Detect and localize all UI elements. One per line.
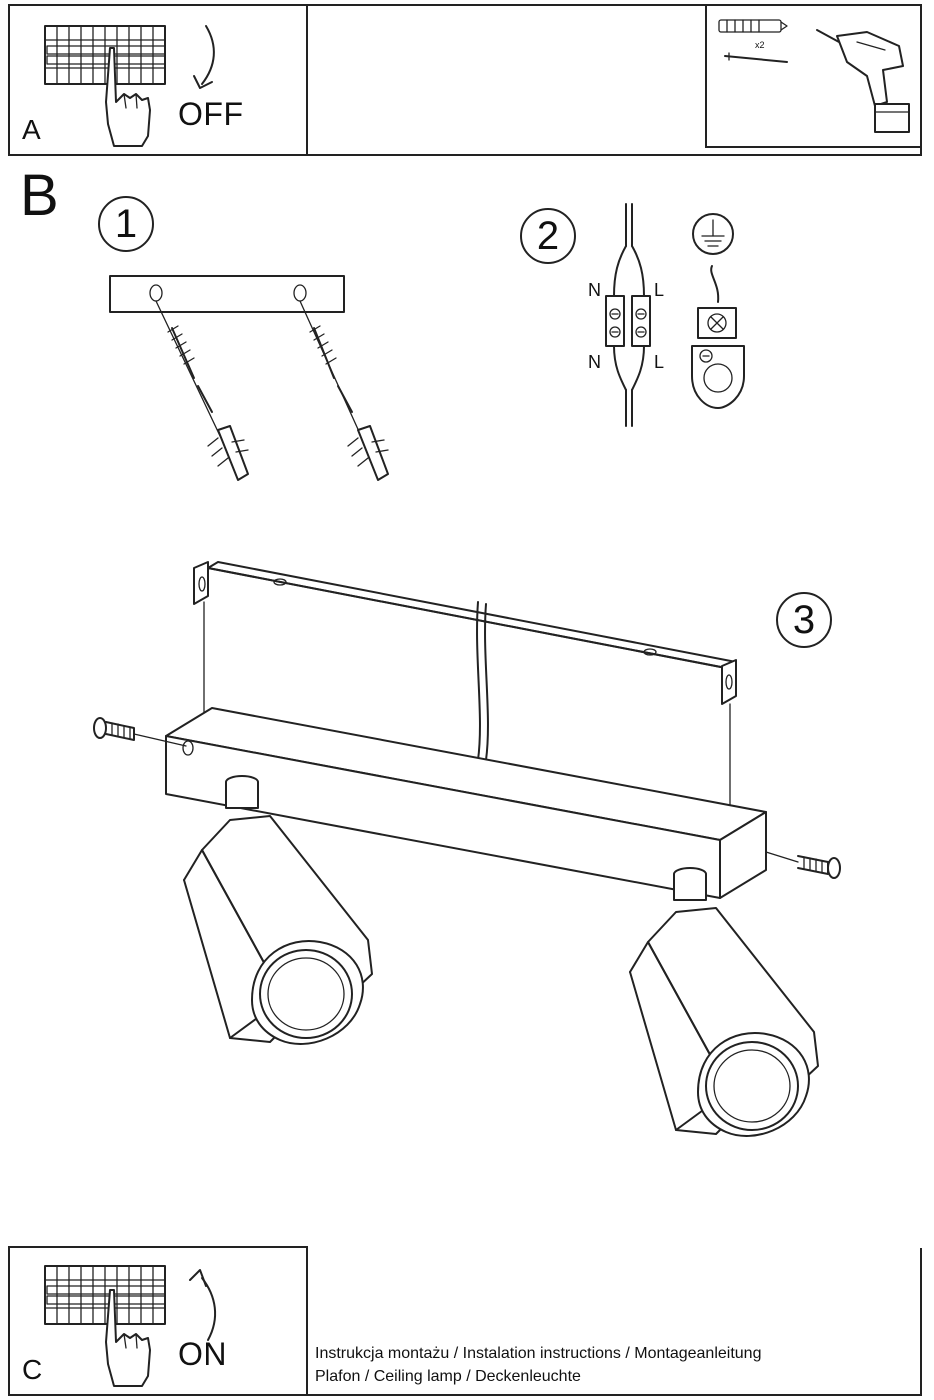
step-3-marker: 3	[776, 592, 832, 648]
step-2-marker: 2	[520, 208, 576, 264]
wire-label-n-bottom: N	[588, 352, 601, 372]
tools-illustration	[718, 19, 910, 133]
panel-a-power-off: A OFF	[8, 4, 308, 156]
footer-instructions-title: Instrukcja montażu / Instalation instruc…	[315, 1345, 762, 1362]
wire-label-l-top: L	[654, 280, 665, 300]
breaker-on-illustration	[44, 1265, 217, 1387]
panel-a-letter: A	[22, 114, 41, 145]
panel-c-power-on: C ON	[8, 1246, 308, 1396]
mounting-plate-step1	[109, 275, 389, 481]
panel-b-installation: B 1	[8, 154, 922, 1248]
step-1-marker: 1	[98, 196, 154, 252]
panel-b-letter: B	[20, 163, 59, 228]
breaker-off-illustration	[44, 25, 215, 147]
panel-required-tools: x2	[705, 4, 922, 148]
wire-label-l-bottom: L	[654, 352, 665, 372]
footer-product-type: Plafon / Ceiling lamp / Deckenleuchte	[315, 1368, 581, 1385]
off-label: OFF	[178, 96, 244, 132]
wire-label-n-top: N	[588, 280, 601, 300]
installation-illustration	[93, 203, 841, 1137]
panel-c-letter: C	[22, 1354, 43, 1385]
screw-icon	[724, 52, 788, 63]
on-label: ON	[178, 1336, 227, 1372]
wiring-diagram	[605, 203, 651, 427]
ground-connection	[691, 213, 745, 409]
ground-symbol-icon	[692, 213, 734, 255]
quantity-label: x2	[755, 40, 765, 50]
lamp-assembly	[93, 561, 841, 1137]
wall-plug-icon	[718, 19, 788, 33]
drill-icon	[816, 29, 910, 133]
